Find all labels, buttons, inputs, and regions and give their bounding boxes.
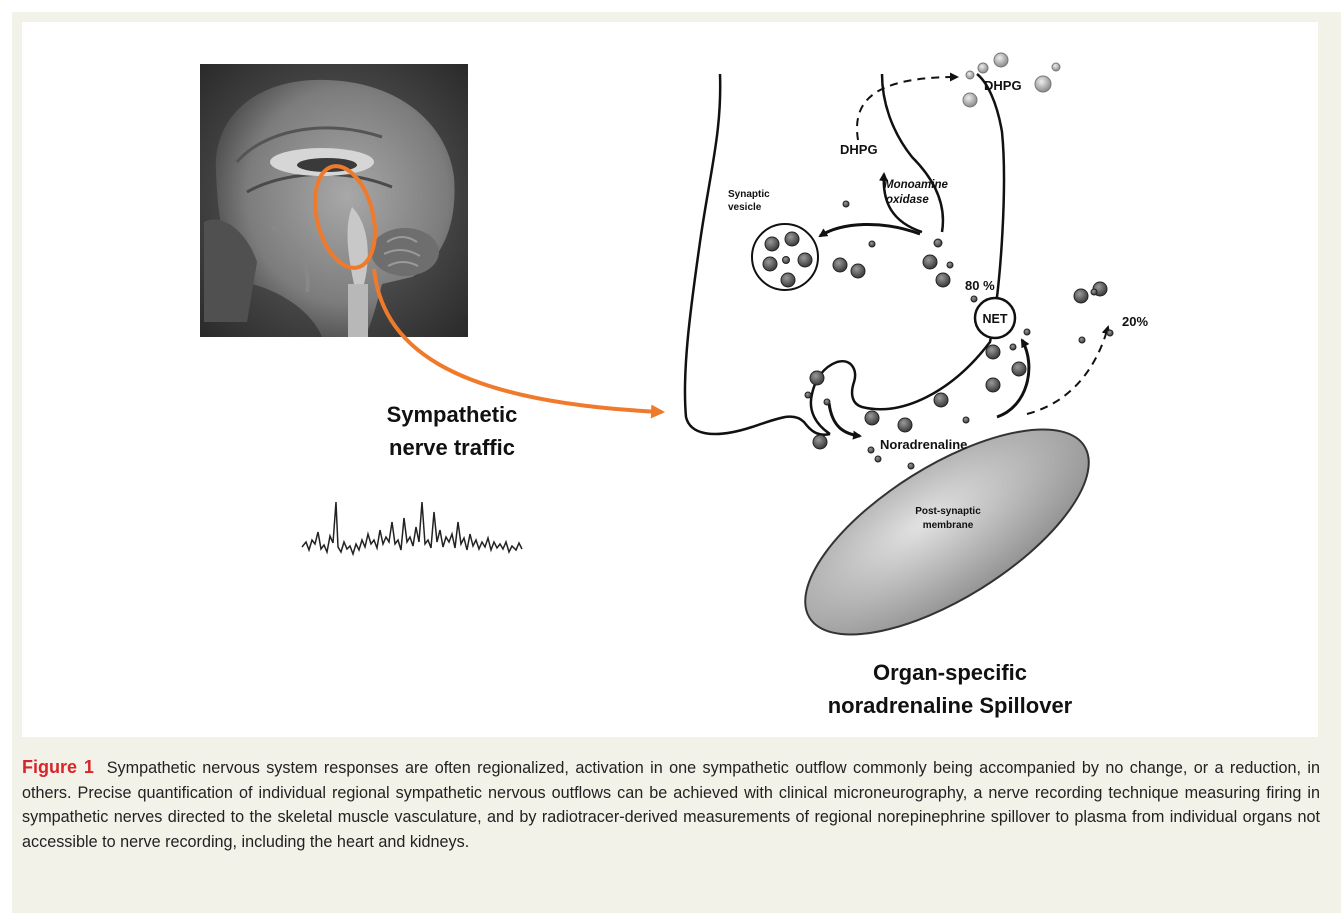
noradrenaline-molecules: [805, 201, 1113, 469]
monoamine-oxidase-line1: Monoamine: [884, 179, 948, 191]
bottom-title-line1: Organ-specific: [873, 660, 1027, 685]
figure-svg: Sympathetic nerve traffic: [22, 22, 1318, 737]
spillover-arrow: [1027, 327, 1108, 414]
dhpg-inside-label: DHPG: [840, 142, 878, 157]
synaptic-vesicle-line1: Synaptic: [728, 189, 770, 200]
dhpg-outside-label: DHPG: [984, 78, 1022, 93]
vesicle-uptake-arrow: [820, 224, 920, 236]
figure-caption: Figure 1 Sympathetic nervous system resp…: [22, 755, 1320, 854]
net-label: NET: [983, 312, 1008, 326]
postsynaptic-line1: Post-synaptic: [915, 506, 981, 517]
reuptake-arrow: [997, 340, 1029, 417]
left-title-line1: Sympathetic: [387, 402, 518, 427]
left-title-line2: nerve traffic: [389, 435, 515, 460]
monoamine-oxidase-line2: oxidase: [886, 194, 929, 206]
noradrenaline-label: Noradrenaline: [880, 437, 967, 452]
synaptic-vesicle: [752, 224, 818, 290]
spill-percent-label: 20%: [1122, 314, 1148, 329]
nerve-traffic-trace: [302, 502, 522, 554]
reuptake-percent-label: 80 %: [965, 278, 995, 293]
postsynaptic-line2: membrane: [923, 520, 974, 531]
bottom-title-line2: noradrenaline Spillover: [828, 693, 1073, 718]
figure-illustration: Sympathetic nerve traffic: [22, 22, 1318, 737]
release-arrow: [829, 403, 860, 436]
figure-label: Figure 1: [22, 757, 94, 777]
synaptic-vesicle-line2: vesicle: [728, 202, 762, 213]
mri-brain-image: [200, 64, 468, 337]
dhpg-diffusion-arrow: [857, 77, 957, 140]
synaptic-terminal-outline: [685, 74, 1004, 435]
figure-caption-text: Sympathetic nervous system responses are…: [22, 759, 1320, 851]
